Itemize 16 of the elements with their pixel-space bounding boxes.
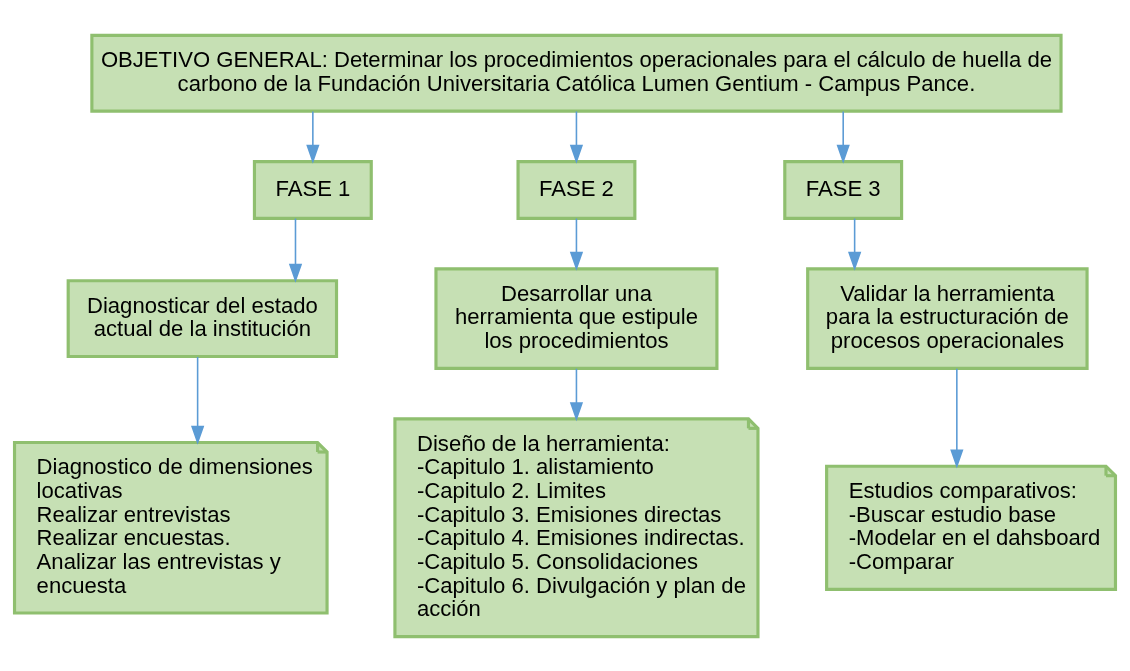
node-box: Validar la herramienta para la estructuración de procesos operacionales <box>806 266 1089 370</box>
node-box: Desarrollar una herramienta que estipule los procedimientos <box>434 266 719 370</box>
node-box: FASE 3 <box>783 159 904 220</box>
arrow <box>569 217 584 271</box>
node-box: Diagnosticar del estado actual de la institución <box>66 278 339 358</box>
arrow <box>288 217 303 283</box>
arrow <box>950 367 964 469</box>
arrow <box>306 110 320 164</box>
arrow <box>569 367 584 421</box>
node-box: OBJETIVO GENERAL: Determinar los procedimientos operacionales para el cálculo de huella de carbono de la Fundación Universitaria Católica Lumen Gentium - Campus Pance. <box>90 33 1063 113</box>
arrow <box>569 110 584 164</box>
arrow <box>191 355 205 445</box>
arrow <box>836 110 850 164</box>
arrow <box>848 217 862 271</box>
node-box: FASE 1 <box>252 159 373 220</box>
node-box: FASE 2 <box>516 159 637 220</box>
